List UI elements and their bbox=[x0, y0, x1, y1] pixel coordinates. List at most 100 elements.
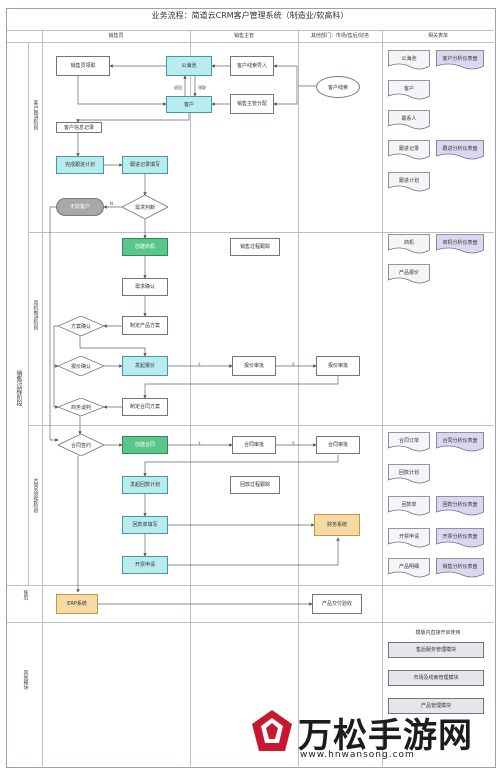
label-return: 退回 bbox=[174, 85, 182, 90]
node-delivery: 产品交付验收 bbox=[312, 594, 362, 614]
dashboard-card-label: 销售分析仪表盘 bbox=[442, 564, 478, 570]
dashboard-card: 合同分析仪表盘 bbox=[436, 432, 484, 452]
node-payment-fill: 回款单填写 bbox=[122, 516, 168, 534]
edge-loop-quote bbox=[53, 365, 59, 409]
node-plan: 完成跟进计划 bbox=[56, 156, 104, 174]
form-card-label: 公海池 bbox=[401, 56, 417, 62]
dashboard-card: 开票分析仪表盘 bbox=[436, 528, 484, 548]
form-card: 公海池 bbox=[388, 50, 430, 70]
phase-other: 其他模块 bbox=[12, 670, 38, 693]
form-card: 联系人 bbox=[388, 110, 430, 130]
stage-label: 销售过程阶段 bbox=[12, 370, 24, 409]
other-module-item: 市场及线索管理模块 bbox=[388, 670, 484, 686]
node-customer-import: 客户线索导入 bbox=[230, 56, 274, 76]
node-plan-confirm-text: 方案确认 bbox=[70, 323, 91, 330]
node-plan-confirm: 方案确认 bbox=[58, 316, 104, 336]
edge-customer-info bbox=[76, 113, 190, 123]
node-finance: 财务系统 bbox=[314, 514, 360, 536]
node-invoice: 开票申请 bbox=[122, 556, 168, 574]
grid-line bbox=[42, 30, 43, 766]
node-quote-review-mgr: 报价审批 bbox=[232, 356, 276, 376]
node-quote-review-other: 报价审批 bbox=[316, 356, 360, 376]
node-contract-review-other: 合同审批 bbox=[316, 436, 360, 454]
node-need-confirm: 需求确认 bbox=[122, 278, 168, 296]
other-modules-title: 模版内直接开启使用 bbox=[415, 630, 461, 636]
grid-line bbox=[7, 622, 494, 623]
diagram-frame bbox=[6, 8, 496, 768]
dashboard-card: 商机分析仪表盘 bbox=[436, 234, 484, 254]
watermark-brand: 万松手游网 bbox=[298, 716, 473, 756]
dashboard-card-label: 商机分析仪表盘 bbox=[442, 240, 478, 246]
form-card: 产品明细 bbox=[388, 558, 430, 578]
form-card: 回款计划 bbox=[388, 464, 430, 484]
form-card-label: 回款计划 bbox=[398, 470, 419, 476]
pentagon-logo-icon bbox=[252, 710, 292, 751]
node-negotiate-text: 商务谈判 bbox=[70, 404, 91, 411]
form-card: 跟进记录 bbox=[388, 140, 430, 160]
edge-review-back bbox=[143, 376, 339, 399]
form-card: 合同订单 bbox=[388, 432, 430, 452]
form-card-label: 产品报价 bbox=[398, 270, 419, 276]
phase-contract-text: 合同及回款阶段 bbox=[32, 478, 39, 513]
other-module-item: 售后服务管理模块 bbox=[388, 642, 484, 658]
node-create-opportunity: 创建商机 bbox=[122, 238, 168, 256]
form-card-label: 跟进记录 bbox=[398, 146, 419, 152]
node-opportunity-track: 销售过程跟踪 bbox=[230, 238, 280, 256]
node-invalid: 无效客户 bbox=[56, 198, 104, 216]
label-yes: Y bbox=[198, 362, 201, 367]
node-contract-review-mgr: 合同审批 bbox=[232, 436, 276, 454]
col-header-manager: 销售主管 bbox=[233, 33, 254, 39]
form-card: 商机 bbox=[388, 234, 430, 254]
form-card-label: 开票申请 bbox=[398, 534, 419, 540]
form-card-label: 客户 bbox=[403, 86, 414, 92]
phase-after: 售后 bbox=[12, 590, 38, 603]
form-card-label: 跟进计划 bbox=[398, 178, 419, 184]
dashboard-card: 销售分析仪表盘 bbox=[436, 558, 484, 578]
node-make-plan: 制定产品方案 bbox=[122, 316, 168, 335]
node-need-judge: 需求判断 bbox=[122, 195, 168, 219]
dashboard-card-label: 跟进分析仪表盘 bbox=[442, 146, 478, 152]
node-quote-confirm: 报价确认 bbox=[58, 356, 104, 376]
edge-claim-customer bbox=[77, 76, 167, 106]
col-header-forms: 相关表单 bbox=[427, 33, 448, 39]
form-card-label: 回款单 bbox=[401, 502, 417, 508]
edge-planconfirm-quote bbox=[79, 336, 147, 357]
label-yes: Y bbox=[292, 441, 295, 446]
grid-line bbox=[7, 30, 494, 31]
dashboard-card-label: 开票分析仪表盘 bbox=[442, 534, 478, 540]
phase-contract: 合同及回款阶段 bbox=[28, 478, 42, 516]
phase-opportunity-text: 商机推进阶段 bbox=[32, 300, 39, 330]
form-card: 回款单 bbox=[388, 496, 430, 516]
node-negotiate: 商务谈判 bbox=[58, 398, 104, 416]
label-claim: 领取 bbox=[198, 85, 206, 90]
label-yes: Y bbox=[292, 362, 295, 367]
grid-line bbox=[7, 42, 494, 43]
grid-line bbox=[382, 30, 383, 766]
diagram-title: 业务流程：简道云CRM客户管理系统（制造业/软高科） bbox=[151, 11, 349, 20]
stage-label-text: 销售过程阶段 bbox=[15, 370, 22, 406]
node-record-fill: 跟进记录填写 bbox=[122, 156, 168, 174]
node-customer: 客户 bbox=[166, 96, 212, 113]
grid-line bbox=[7, 585, 494, 586]
form-card: 跟进计划 bbox=[388, 172, 430, 192]
form-card: 产品报价 bbox=[388, 264, 430, 284]
dashboard-card-label: 回款分析仪表盘 bbox=[442, 502, 478, 508]
form-card: 开票申请 bbox=[388, 528, 430, 548]
node-send-quote: 发起报价 bbox=[122, 356, 168, 376]
node-quote-confirm-text: 报价确认 bbox=[70, 363, 91, 370]
dashboard-card-label: 合同分析仪表盘 bbox=[442, 438, 478, 444]
node-customer-source: 客户线索 bbox=[316, 76, 360, 98]
form-card-label: 产品明细 bbox=[398, 564, 419, 570]
grid-line bbox=[190, 30, 191, 766]
watermark-url: www.hnwansong.com bbox=[300, 750, 415, 760]
node-payment-track: 回款过程跟踪 bbox=[230, 476, 280, 494]
form-card-label: 联系人 bbox=[401, 116, 417, 122]
grid-line bbox=[298, 30, 299, 766]
node-payment-plan: 发起回款计划 bbox=[122, 476, 168, 494]
edge-left-loop bbox=[49, 206, 59, 442]
phase-other-text: 其他模块 bbox=[22, 670, 29, 690]
form-card-label: 合同订单 bbox=[398, 438, 419, 444]
node-info-record: 客户信息记录 bbox=[56, 122, 102, 133]
node-contract-sign: 合同签约 bbox=[58, 434, 104, 456]
